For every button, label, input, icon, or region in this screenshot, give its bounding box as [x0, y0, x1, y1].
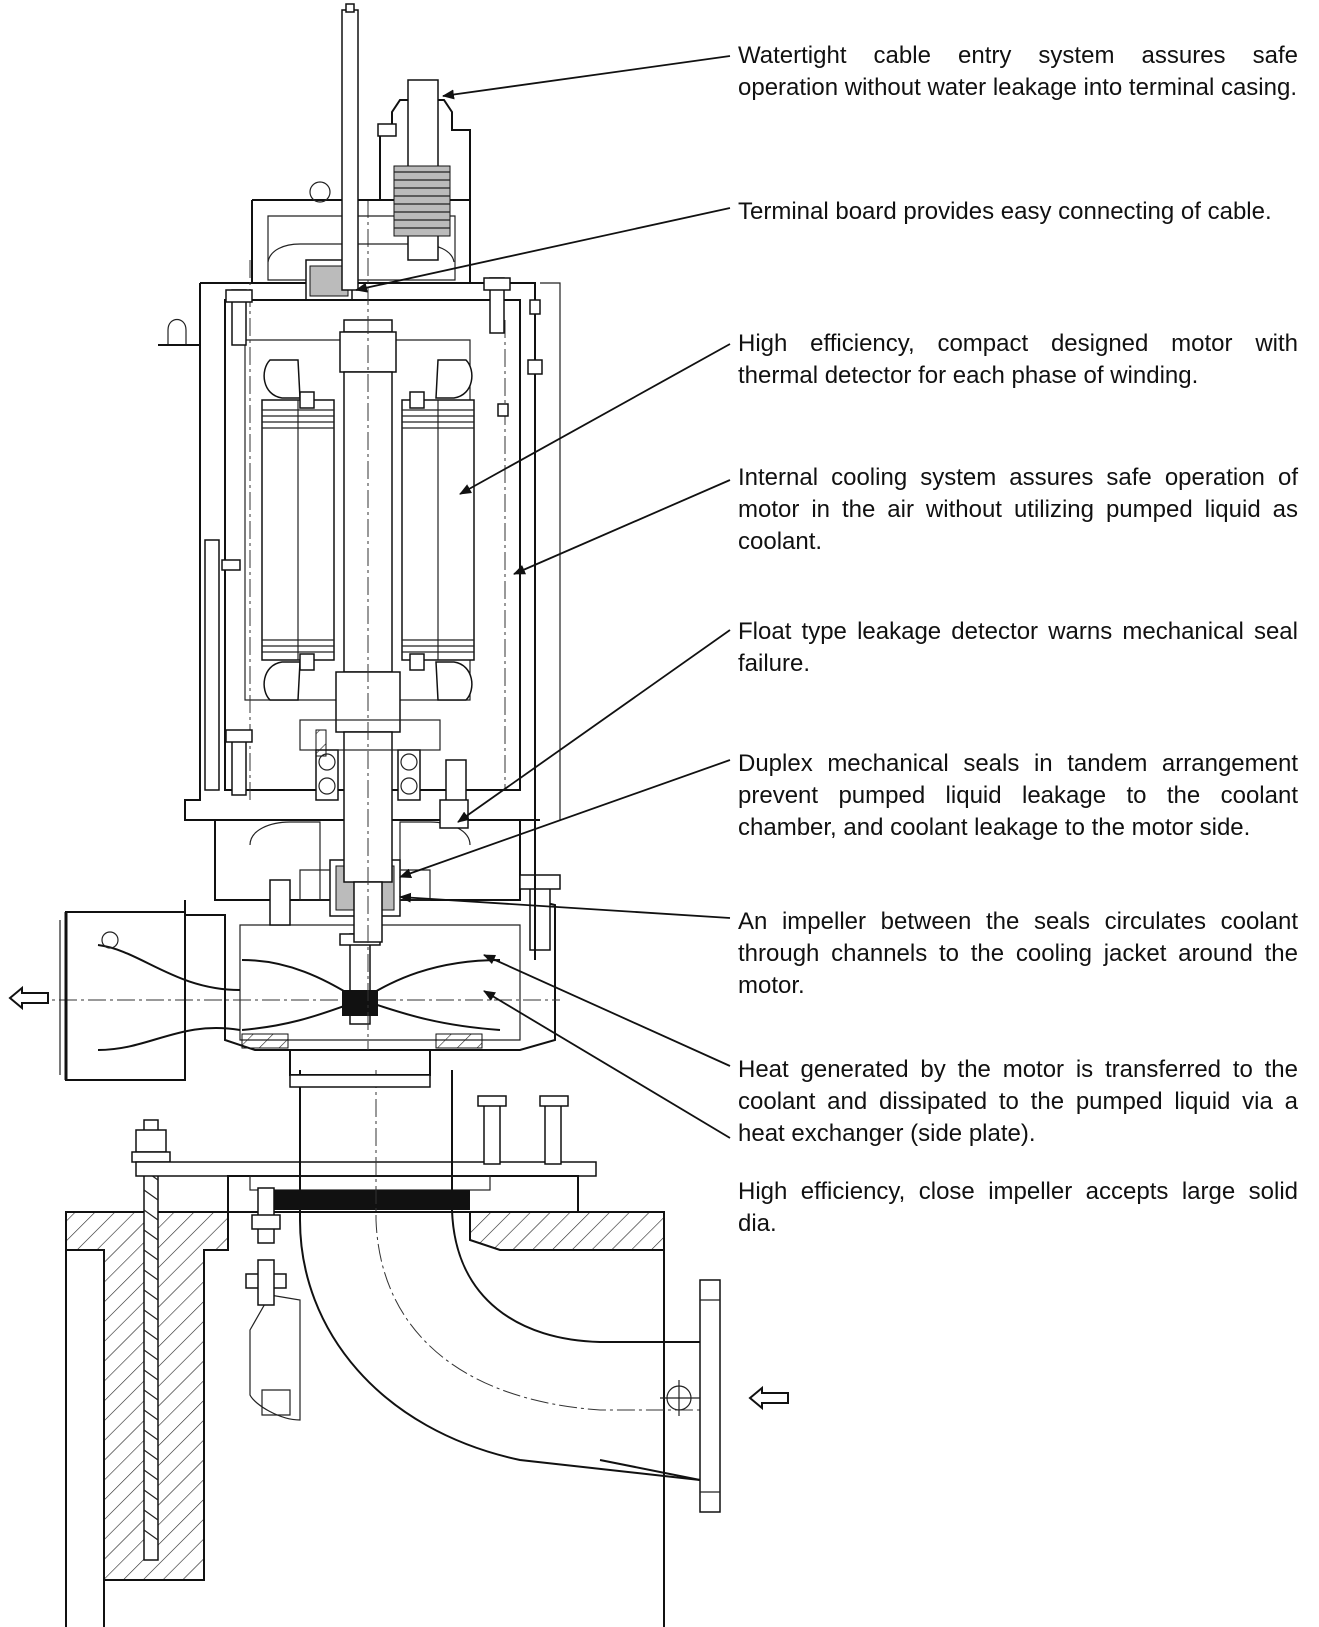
- side-plate: [204, 403, 509, 791]
- callout-mechanical-seals: Duplex mechanical seals in tandem arrang…: [738, 750, 1298, 841]
- callout-main-impeller: High efficiency, close impeller accepts …: [738, 1178, 1298, 1237]
- callout-coolant-impeller: An impeller between the seals circulates…: [738, 908, 1298, 999]
- volute-casing: [30, 899, 560, 1088]
- callout-leakage-detector: Float type leakage detector warns mechan…: [738, 618, 1298, 677]
- base-plate: [135, 1161, 597, 1213]
- hollow-arrow-left-icon: [748, 1385, 789, 1411]
- suction-flow-arrow: [748, 1385, 789, 1411]
- leader-lines: [355, 55, 731, 1139]
- foundation: [65, 1211, 665, 1627]
- discharge-nozzle: [59, 911, 241, 1081]
- callout-cooling-system: Internal cooling system assures safe ope…: [738, 464, 1298, 555]
- lifting-hook: [158, 318, 200, 346]
- lifting-rod: [309, 3, 359, 291]
- suction-elbow: [249, 1070, 721, 1513]
- discharge-flow-arrow: [8, 985, 49, 1011]
- support-bolts: [245, 1095, 569, 1306]
- callout-heat-exchanger: Heat generated by the motor is transferr…: [738, 1056, 1298, 1147]
- main-impeller: [339, 933, 381, 1025]
- bearings: [299, 719, 441, 801]
- stator: [261, 359, 475, 701]
- anchor-bolt: [131, 1119, 171, 1561]
- hollow-arrow-left-icon: [8, 985, 49, 1011]
- callout-cable-entry: Watertight cable entry system assures sa…: [738, 42, 1298, 101]
- callout-motor: High efficiency, compact designed motor …: [738, 330, 1298, 389]
- frame-bolts: [225, 277, 543, 796]
- cable-entry: [377, 79, 471, 261]
- rotor-shaft: [335, 200, 401, 1050]
- callout-terminal-board: Terminal board provides easy connecting …: [738, 198, 1272, 225]
